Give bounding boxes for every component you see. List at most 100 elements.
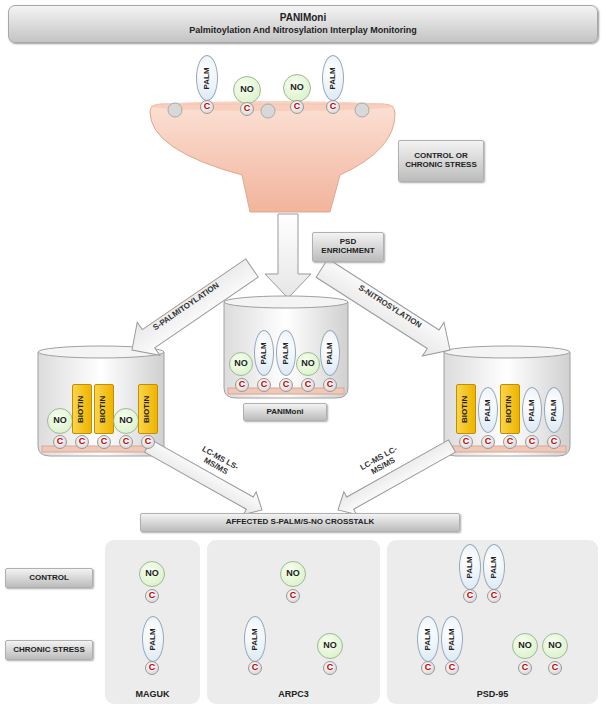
cysteine-circle: C xyxy=(301,378,315,392)
cysteine-circle: C xyxy=(323,661,337,675)
cysteine-circle: C xyxy=(279,378,293,392)
palmitoyl-oval: PALM xyxy=(142,616,164,662)
node-text: BIOTIN xyxy=(100,395,109,422)
cysteine-circle: C xyxy=(463,589,477,603)
cysteine-circle: C xyxy=(445,661,459,675)
node-text: C xyxy=(330,102,337,112)
palmitoyl-oval: PALM xyxy=(522,387,542,433)
cysteine-circle: C xyxy=(240,102,254,116)
node-text: CONTROL xyxy=(29,574,69,583)
node-text: C xyxy=(79,437,86,447)
node-text: NO xyxy=(240,85,254,95)
nitrosyl-circle: NO xyxy=(233,76,261,104)
node-text: C xyxy=(485,437,492,447)
node-text: C xyxy=(449,663,456,673)
node-text: PALM xyxy=(282,342,291,364)
cysteine-circle: C xyxy=(290,100,304,114)
node-text: C xyxy=(149,591,156,601)
cysteine-circle: C xyxy=(518,661,532,675)
cysteine-circle: C xyxy=(257,378,271,392)
node-text: PALM xyxy=(528,399,537,421)
cysteine-circle: C xyxy=(235,378,249,392)
node-text: C xyxy=(463,437,470,447)
cysteine-circle: C xyxy=(53,435,67,449)
cysteine-circle: C xyxy=(421,661,435,675)
node-text: C xyxy=(145,437,152,447)
node-text: PSD-95 xyxy=(477,690,509,700)
cysteine-circle: C xyxy=(525,435,539,449)
cysteine-circle: C xyxy=(145,661,159,675)
node-text: PALM xyxy=(550,399,559,421)
nitrosyl-circle: NO xyxy=(47,408,73,434)
node-text: NO xyxy=(290,83,304,93)
node-text: NO xyxy=(286,569,300,579)
palmitoyl-oval: PALM xyxy=(459,544,481,590)
node-text: PALM xyxy=(490,556,499,578)
cysteine-circle: C xyxy=(326,100,340,114)
node-text: PALM xyxy=(424,628,433,650)
membrane xyxy=(42,388,566,452)
arrow xyxy=(265,214,311,298)
label-box: CHRONIC STRESS xyxy=(5,640,93,660)
arrow-label: S-NITROSYLATION xyxy=(341,273,439,340)
node-text: PANIMoni xyxy=(266,408,303,417)
cysteine-circle: C xyxy=(119,435,133,449)
cysteine-circle: C xyxy=(141,435,155,449)
palmitoyl-oval: PALM xyxy=(320,330,340,376)
node-text: AFFECTED S-PALM/S-NO CROSSTALK xyxy=(226,518,375,527)
node-text: PALM xyxy=(251,628,260,650)
node-text: NO xyxy=(518,641,532,651)
node-text: C xyxy=(425,663,432,673)
node-text: C xyxy=(467,591,474,601)
node-text: C xyxy=(551,437,558,447)
node-text: C xyxy=(529,437,536,447)
nitrosyl-circle: NO xyxy=(542,633,568,659)
node-text: NO xyxy=(145,569,159,579)
node-text: NO xyxy=(548,641,562,651)
node-text: MAGUK xyxy=(136,690,170,700)
node-text: PALM xyxy=(466,556,475,578)
biotin-tag: BIOTIN xyxy=(72,384,92,434)
node-text: C xyxy=(239,380,246,390)
palmitoyl-oval: PALM xyxy=(544,387,564,433)
node-text: C xyxy=(252,663,259,673)
node-text: C xyxy=(491,591,498,601)
cysteine-circle: C xyxy=(97,435,111,449)
label-box: CONTROL OR CHRONIC STRESS xyxy=(398,140,484,182)
node-text: NO xyxy=(234,359,248,369)
cysteine-circle: C xyxy=(459,435,473,449)
nitrosyl-circle: NO xyxy=(317,633,343,659)
node-text: BIOTIN xyxy=(462,395,471,422)
node-text: C xyxy=(294,102,301,112)
node-text: BIOTIN xyxy=(506,395,515,422)
label-box: AFFECTED S-PALM/S-NO CROSSTALK xyxy=(140,513,460,532)
arrow-label: S-PALMITOYLATION xyxy=(138,271,234,341)
palmitoyl-oval: PALM xyxy=(483,544,505,590)
label-box: CONTROL xyxy=(5,568,93,588)
biotin-tag: BIOTIN xyxy=(456,384,476,434)
nitrosyl-circle: NO xyxy=(283,74,311,102)
node-text: PALM xyxy=(484,399,493,421)
node-text: PALM xyxy=(149,628,158,650)
cysteine-circle: C xyxy=(248,661,262,675)
nitrosyl-circle: NO xyxy=(280,561,306,587)
node-text: C xyxy=(507,437,514,447)
node-text: C xyxy=(305,380,312,390)
node-text: PALM xyxy=(260,342,269,364)
cysteine-circle: C xyxy=(286,589,300,603)
arrow xyxy=(121,251,461,521)
nitrosyl-circle: NO xyxy=(512,633,538,659)
node-text: C xyxy=(327,380,334,390)
palmitoyl-oval: PALM xyxy=(254,330,274,376)
cysteine-circle: C xyxy=(75,435,89,449)
nitrosyl-circle: NO xyxy=(296,352,320,376)
title-text: PANIMoni xyxy=(280,12,326,23)
node-text: C xyxy=(123,437,130,447)
node-text: PALM xyxy=(203,67,212,89)
node-text: BIOTIN xyxy=(144,395,153,422)
node-text: C xyxy=(283,380,290,390)
node-text: CONTROL OR CHRONIC STRESS xyxy=(402,152,480,170)
node-text: PALM xyxy=(326,342,335,364)
node-text: BIOTIN xyxy=(78,395,87,422)
